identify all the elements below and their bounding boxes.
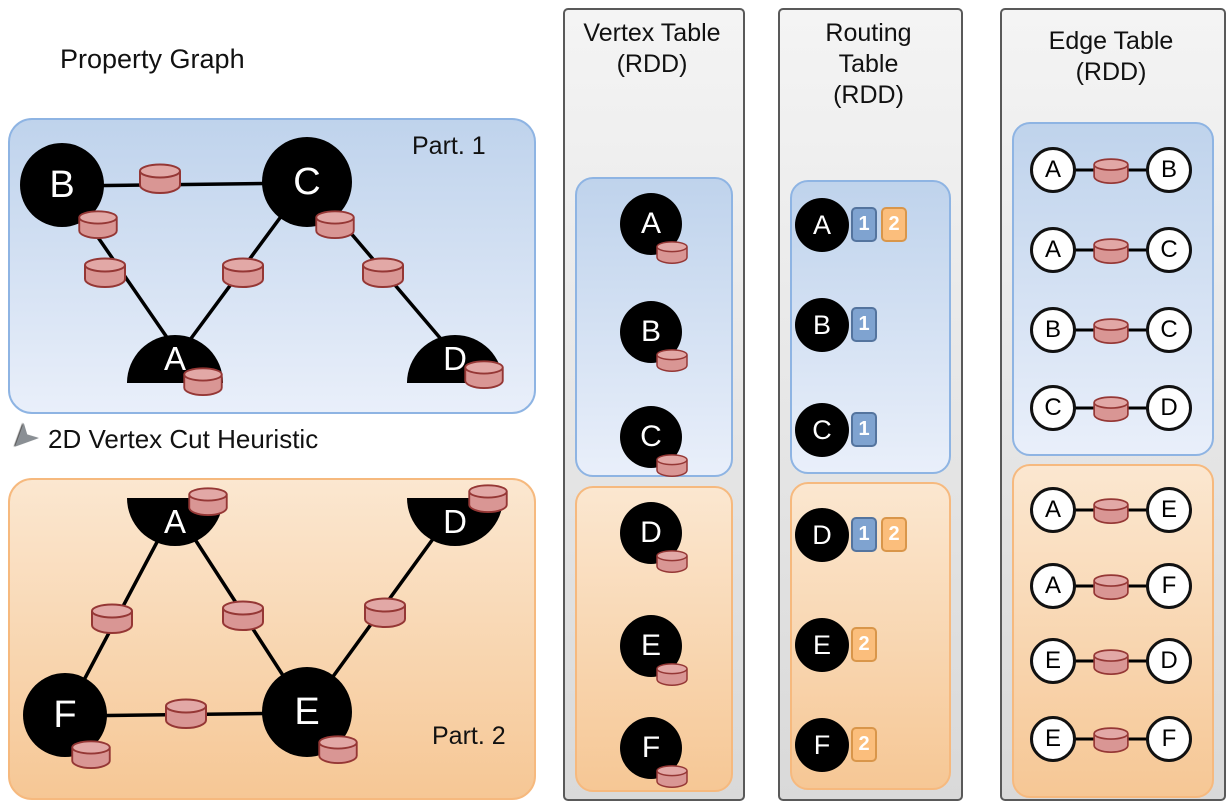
cut-heuristic-label: 2D Vertex Cut Heuristic — [48, 424, 319, 454]
edge-src-vertex: A — [1030, 563, 1076, 609]
vertex-property-cylinder-icon — [316, 734, 360, 764]
edge-property-cylinder-icon — [137, 162, 183, 194]
edge-dst-vertex: F — [1146, 563, 1192, 609]
routing-partition-badge: 1 — [851, 207, 877, 242]
routing-partition-badge: 1 — [851, 517, 877, 552]
partition-2-label: Part. 2 — [432, 722, 506, 750]
vertex-table-title: Vertex Table (RDD) — [563, 18, 741, 80]
edge-src-vertex: A — [1030, 227, 1076, 273]
edge-src-vertex: A — [1030, 147, 1076, 193]
edge-property-cylinder-icon — [1092, 648, 1130, 675]
edge-dst-vertex: D — [1146, 638, 1192, 684]
routing-table-title: Routing Table (RDD) — [778, 18, 959, 111]
edge-src-vertex: E — [1030, 716, 1076, 762]
edge-property-cylinder-icon — [163, 697, 209, 729]
routing-entry-a: A — [795, 198, 849, 252]
edge-src-vertex: A — [1030, 487, 1076, 533]
edge-property-cylinder-icon — [1092, 395, 1130, 422]
property-graph-title: Property Graph — [60, 44, 245, 74]
vertex-property-cylinder-icon — [655, 662, 689, 686]
vertex-property-cylinder-icon — [462, 359, 506, 389]
routing-partition-badge: 1 — [851, 307, 877, 342]
vertex-table-entry-f: F — [620, 717, 682, 779]
vertex-table-title-line: Vertex Table — [583, 19, 721, 47]
edge-dst-vertex: C — [1146, 307, 1192, 353]
routing-partition-badge: 2 — [881, 207, 907, 242]
edge-dst-vertex: D — [1146, 385, 1192, 431]
partition-1-label: Part. 1 — [412, 132, 486, 160]
edge-property-cylinder-icon — [1092, 497, 1130, 524]
routing-partition-badge: 1 — [851, 412, 877, 447]
routing-entry-c: C — [795, 403, 849, 457]
routing-entry-b: B — [795, 298, 849, 352]
edge-property-cylinder-icon — [220, 256, 266, 288]
edge-dst-vertex: E — [1146, 487, 1192, 533]
edge-property-cylinder-icon — [362, 596, 408, 628]
vertex-property-cylinder-icon — [655, 240, 689, 264]
edge-property-cylinder-icon — [1092, 573, 1130, 600]
routing-table-title-line1: Routing — [825, 19, 912, 47]
vertex-table-subtitle: (RDD) — [616, 50, 688, 78]
edge-property-cylinder-icon — [1092, 726, 1130, 753]
edge-property-cylinder-icon — [89, 602, 135, 634]
edge-property-cylinder-icon — [82, 256, 128, 288]
routing-table-title-line2: Table — [838, 50, 899, 78]
edge-property-cylinder-icon — [1092, 317, 1130, 344]
routing-partition-badge: 2 — [851, 727, 877, 762]
edge-property-cylinder-icon — [1092, 237, 1130, 264]
edge-dst-vertex: B — [1146, 147, 1192, 193]
routing-table-subtitle: (RDD) — [833, 81, 904, 109]
cut-arrow-icon: ➤ — [0, 414, 48, 462]
vertex-property-cylinder-icon — [655, 764, 689, 788]
vertex-property-cylinder-icon — [313, 209, 357, 239]
vertex-property-cylinder-icon — [181, 366, 225, 396]
routing-entry-e: E — [795, 618, 849, 672]
edge-src-vertex: E — [1030, 638, 1076, 684]
vertex-property-cylinder-icon — [466, 483, 510, 513]
routing-partition-badge: 2 — [881, 517, 907, 552]
edge-table-title: Edge Table (RDD) — [1000, 26, 1222, 88]
edge-property-cylinder-icon — [1092, 157, 1130, 184]
edge-src-vertex: B — [1030, 307, 1076, 353]
edge-dst-vertex: F — [1146, 716, 1192, 762]
edge-dst-vertex: C — [1146, 227, 1192, 273]
edge-property-cylinder-icon — [220, 599, 266, 631]
vertex-property-cylinder-icon — [655, 549, 689, 573]
edge-src-vertex: C — [1030, 385, 1076, 431]
edge-property-cylinder-icon — [360, 256, 406, 288]
vertex-property-cylinder-icon — [655, 453, 689, 477]
vertex-property-cylinder-icon — [69, 739, 113, 769]
routing-entry-f: F — [795, 718, 849, 772]
vertex-property-cylinder-icon — [76, 209, 120, 239]
routing-partition-badge: 2 — [851, 627, 877, 662]
vertex-property-cylinder-icon — [655, 348, 689, 372]
vertex-property-cylinder-icon — [186, 486, 230, 516]
edge-table-title-line: Edge Table — [1048, 27, 1174, 55]
routing-entry-d: D — [795, 508, 849, 562]
edge-table-subtitle: (RDD) — [1075, 58, 1147, 86]
